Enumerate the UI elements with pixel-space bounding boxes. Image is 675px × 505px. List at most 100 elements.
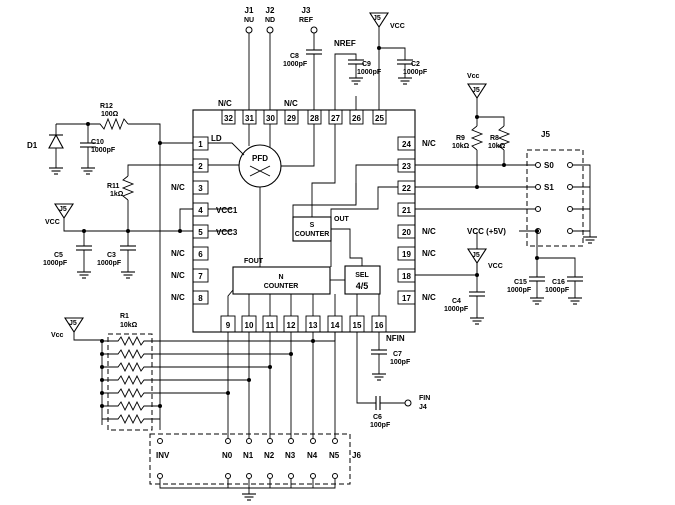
svg-text:18: 18 [402, 272, 411, 281]
svg-text:1000pF: 1000pF [91, 147, 116, 154]
svg-text:N/C: N/C [218, 99, 232, 108]
svg-text:REF: REF [299, 17, 314, 24]
svg-text:S: S [310, 222, 315, 229]
sel-block: SEL 4/5 [344, 265, 381, 295]
connector-j4[interactable]: FIN J4 [404, 395, 430, 411]
svg-text:8: 8 [198, 294, 203, 303]
svg-text:S1: S1 [544, 183, 554, 192]
svg-text:N/C: N/C [422, 139, 436, 148]
svg-text:VCC: VCC [390, 23, 405, 30]
svg-text:J5: J5 [472, 252, 480, 259]
svg-text:1000pF: 1000pF [403, 69, 428, 76]
vcc-j5-left: J5 VCC C5 1000pF C3 1000pF [43, 203, 193, 279]
svg-text:15: 15 [353, 321, 362, 330]
svg-text:NFIN: NFIN [386, 334, 405, 343]
svg-text:VCC: VCC [488, 263, 503, 270]
svg-text:16: 16 [375, 321, 384, 330]
svg-text:SEL: SEL [355, 272, 369, 279]
svg-text:R9: R9 [456, 135, 465, 142]
svg-text:28: 28 [310, 114, 319, 123]
svg-text:N/C: N/C [171, 293, 185, 302]
connector-j6[interactable]: INV N0 N1 N2 N3 N4 N5 J6 [149, 433, 361, 501]
svg-text:COUNTER: COUNTER [295, 231, 330, 238]
svg-text:N/C: N/C [171, 183, 185, 192]
capacitor-c8: C8 1000pF [283, 49, 322, 110]
svg-text:PFD: PFD [252, 154, 268, 163]
svg-text:COUNTER: COUNTER [264, 283, 299, 290]
out-label: OUT [334, 216, 350, 223]
bottom-pins: 9 10 11 12 13 14 15 16 [220, 315, 387, 333]
svg-text:30: 30 [266, 114, 275, 123]
svg-text:N: N [278, 274, 283, 281]
vcc-5v-net: VCC (+5V) C15 1000pF C16 1000pF [467, 227, 583, 305]
n-counter-block: N COUNTER [232, 266, 331, 295]
svg-text:27: 27 [331, 114, 340, 123]
svg-text:C7: C7 [393, 351, 402, 358]
svg-text:C9: C9 [362, 61, 371, 68]
svg-text:ND: ND [265, 17, 275, 24]
svg-text:C3: C3 [107, 252, 116, 259]
svg-text:20: 20 [402, 228, 411, 237]
svg-text:R11: R11 [107, 183, 120, 190]
svg-text:29: 29 [287, 114, 296, 123]
connector-j5-header[interactable]: J5 S0 S1 [526, 130, 598, 247]
svg-text:N4: N4 [307, 451, 318, 460]
svg-text:10: 10 [245, 321, 254, 330]
svg-text:J5: J5 [59, 206, 67, 213]
svg-text:1000pF: 1000pF [283, 61, 308, 68]
svg-text:N0: N0 [222, 451, 233, 460]
svg-text:Vcc: Vcc [51, 332, 64, 339]
svg-text:2: 2 [198, 162, 203, 171]
svg-text:D1: D1 [27, 141, 38, 150]
svg-text:100pF: 100pF [370, 422, 391, 429]
svg-text:1000pF: 1000pF [357, 69, 382, 76]
svg-text:9: 9 [226, 321, 231, 330]
connector-j2[interactable]: J2 ND [265, 6, 275, 110]
svg-text:1000pF: 1000pF [444, 306, 469, 313]
svg-text:J2: J2 [266, 6, 275, 15]
svg-text:N/C: N/C [422, 227, 436, 236]
connector-j1[interactable]: J1 NU [244, 6, 254, 110]
vcc-j5-right-top: Vcc J5 R9 10kΩ R8 10kΩ [452, 73, 511, 189]
top-pins: 31 32 30 29 28 27 26 25 [221, 109, 387, 125]
left-pins: 1 2 3 4 5 6 7 8 [192, 136, 209, 305]
pin2-network: R11 1kΩ [107, 143, 193, 430]
svg-text:VCC (+5V): VCC (+5V) [467, 227, 506, 236]
svg-text:J4: J4 [419, 404, 427, 411]
svg-text:C15: C15 [514, 279, 527, 286]
svg-text:J1: J1 [245, 6, 254, 15]
svg-text:14: 14 [331, 321, 340, 330]
svg-text:N3: N3 [285, 451, 296, 460]
svg-text:12: 12 [287, 321, 296, 330]
svg-text:N/C: N/C [171, 249, 185, 258]
connector-j3[interactable]: J3 REF [299, 6, 318, 50]
svg-text:25: 25 [375, 114, 384, 123]
svg-text:100Ω: 100Ω [101, 111, 119, 118]
svg-text:S0: S0 [544, 161, 554, 170]
ic-body [192, 109, 416, 333]
svg-text:J5: J5 [541, 130, 550, 139]
svg-text:1000pF: 1000pF [97, 260, 122, 267]
svg-text:C2: C2 [411, 61, 420, 68]
svg-text:24: 24 [402, 140, 411, 149]
svg-text:C4: C4 [452, 298, 461, 305]
svg-text:100pF: 100pF [390, 359, 411, 366]
svg-text:7: 7 [198, 272, 203, 281]
svg-text:C5: C5 [54, 252, 63, 259]
vcc3-label: VCC3 [216, 228, 238, 237]
fin-network: NFIN C7 100pF C6 100pF [356, 332, 411, 429]
svg-text:C10: C10 [91, 139, 104, 146]
ld-network: R12 100Ω D1 C10 1000pF [27, 103, 193, 175]
svg-text:13: 13 [309, 321, 318, 330]
svg-text:10kΩ: 10kΩ [452, 143, 470, 150]
svg-text:4/5: 4/5 [356, 281, 369, 291]
nc-labels: N/C N/C N/C N/C N/C N/C N/C N/C N/C N/C [171, 99, 436, 302]
svg-text:N/C: N/C [284, 99, 298, 108]
svg-text:N/C: N/C [422, 293, 436, 302]
right-pins: 24 23 22 21 20 19 18 17 [397, 136, 416, 305]
svg-text:10kΩ: 10kΩ [120, 322, 138, 329]
svg-text:VCC: VCC [45, 219, 60, 226]
svg-text:C16: C16 [552, 279, 565, 286]
svg-text:C8: C8 [290, 53, 299, 60]
